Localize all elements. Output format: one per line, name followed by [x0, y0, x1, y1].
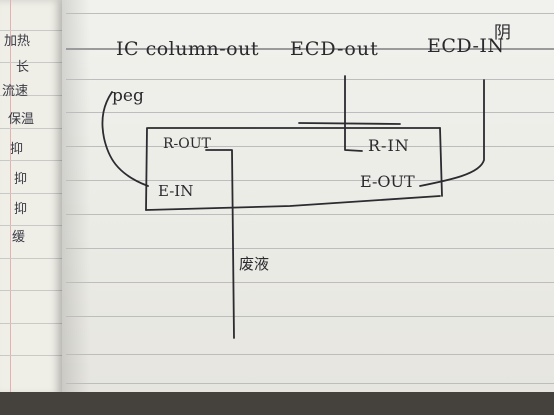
ruled-line	[0, 160, 80, 161]
margin-line	[10, 0, 11, 395]
ruled-line	[66, 180, 554, 181]
ruled-line	[66, 282, 554, 283]
ruled-line	[0, 290, 80, 291]
margin-note: 加热	[4, 34, 31, 49]
e-in-label: E-IN	[158, 182, 194, 200]
yin-label: 阴	[494, 23, 511, 43]
margin-note: 保温	[8, 112, 35, 127]
ruled-line	[66, 354, 554, 355]
ecd-out-tube	[344, 75, 363, 152]
ruled-line	[0, 95, 80, 96]
ruled-line	[66, 48, 554, 50]
waste-label: 废液	[239, 255, 270, 273]
ruled-line	[0, 225, 80, 226]
margin-note: 缓	[12, 230, 26, 245]
e-out-label: E-OUT	[360, 172, 415, 191]
table-surface	[0, 392, 554, 415]
margin-note: 长	[16, 60, 30, 75]
ruled-line	[0, 193, 80, 194]
ruled-line	[0, 258, 80, 259]
ruled-line	[0, 62, 80, 63]
column-out-tube	[101, 91, 149, 187]
peg-label: peg	[112, 86, 144, 106]
ruled-line	[66, 214, 554, 215]
ruled-line	[0, 30, 80, 31]
ruled-line	[66, 248, 554, 249]
r-out-label: R-OUT	[163, 136, 211, 152]
ruled-line	[0, 128, 80, 129]
ruled-line	[66, 79, 554, 80]
ruled-line	[66, 316, 554, 317]
valve-box-left	[145, 127, 148, 211]
ruled-line	[66, 13, 554, 14]
margin-note: 抑	[14, 172, 28, 187]
r-in-label: R-IN	[368, 136, 410, 155]
ecd-in-tube	[419, 79, 485, 187]
ruled-line	[0, 355, 80, 356]
margin-note: 抑	[14, 202, 28, 217]
ecd-in-label: ECD-IN	[427, 35, 505, 57]
ruled-line	[66, 112, 554, 113]
notebook-page	[62, 0, 554, 396]
ruled-line	[66, 146, 554, 147]
column-out-label: IC column-out	[116, 38, 259, 60]
margin-note: 抑	[10, 142, 24, 157]
margin-note: 流速	[2, 84, 29, 99]
ecd-out-label: ECD-out	[290, 38, 379, 60]
valve-box-right	[439, 127, 443, 197]
ruled-line	[0, 323, 80, 324]
waste-tube	[205, 149, 235, 339]
page-edge-shadow	[62, 0, 90, 396]
valve-box-bottom	[145, 195, 441, 211]
ruled-line	[66, 383, 554, 384]
top-tube	[298, 122, 401, 125]
